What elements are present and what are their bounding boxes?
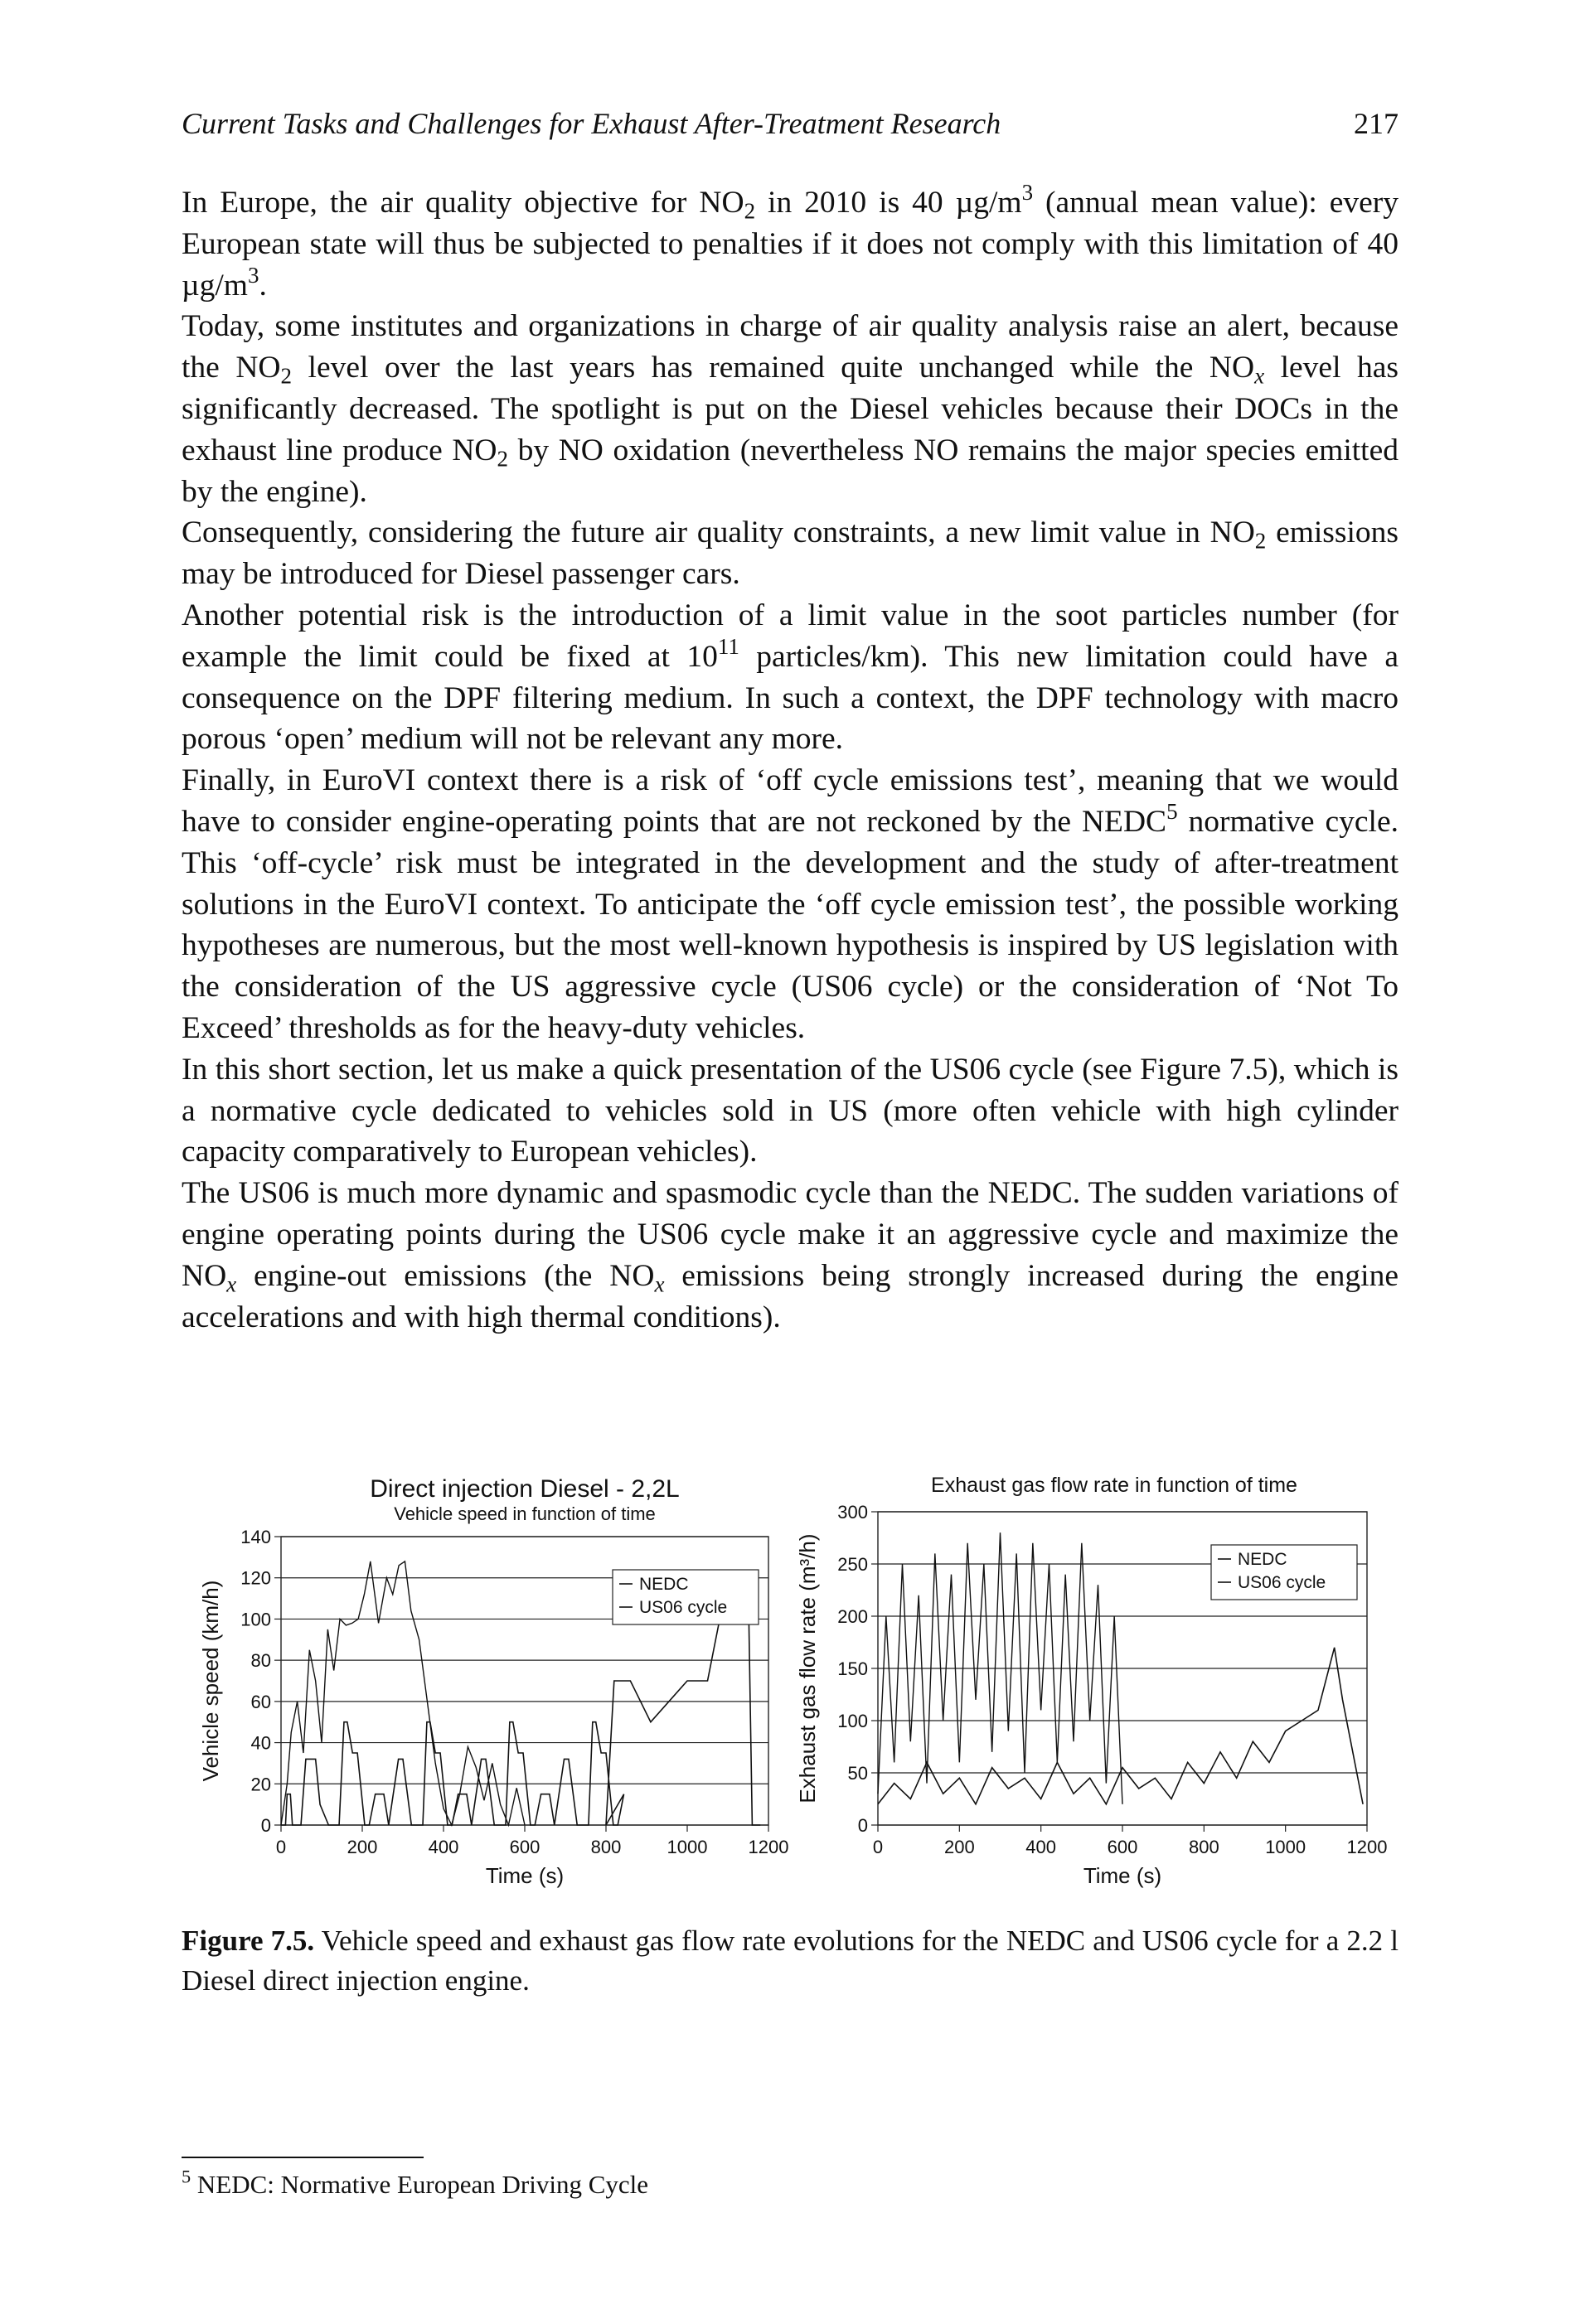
text-run: In Europe, the air quality objective for… xyxy=(182,186,744,220)
x-tick-label: 200 xyxy=(347,1837,378,1857)
legend-label: NEDC xyxy=(639,1575,689,1594)
paragraph-4: Another potential risk is the introducti… xyxy=(182,595,1399,760)
series-line-nedc xyxy=(877,1647,1364,1806)
series-line-us06-cycle xyxy=(877,1532,1123,1804)
legend-box xyxy=(612,1569,759,1625)
superscript: 5 xyxy=(1166,799,1178,825)
caption-text: Vehicle speed and exhaust gas flow rate … xyxy=(182,1925,1399,1997)
x-tick-label: 0 xyxy=(276,1837,286,1857)
y-tick-label: 300 xyxy=(837,1502,868,1523)
text-run: The US06 is much more dynamic and spasmo… xyxy=(182,1176,1399,1293)
body-text: In Europe, the air quality objective for… xyxy=(182,182,1399,1338)
text-run: level has significantly decreased. The s… xyxy=(182,351,1399,467)
x-tick-label: 600 xyxy=(1108,1837,1138,1857)
x-tick-label: 1200 xyxy=(749,1837,789,1857)
text-run: in 2010 is 40 µg/m xyxy=(755,186,1022,220)
footnote: 5 NEDC: Normative European Driving Cycle xyxy=(182,2166,1399,2200)
subscript: 2 xyxy=(497,446,509,472)
text-run: by NO oxidation (nevertheless NO remains… xyxy=(182,433,1399,509)
page-number: 217 xyxy=(1354,107,1399,140)
subscript: 2 xyxy=(1254,528,1267,554)
subscript: x xyxy=(226,1271,237,1297)
footnote-marker: 5 xyxy=(182,2166,191,2187)
text-run: particles/km). This new limitation could… xyxy=(182,639,1399,757)
x-tick-label: 800 xyxy=(1189,1837,1219,1857)
paragraph-7: The US06 is much more dynamic and spasmo… xyxy=(182,1173,1399,1338)
running-head: Current Tasks and Challenges for Exhaust… xyxy=(182,106,1399,141)
paragraph-2: Today, some institutes and organizations… xyxy=(182,306,1399,512)
paragraph-5: Finally, in EuroVI context there is a ri… xyxy=(182,760,1399,1049)
paragraph-3: Consequently, considering the future air… xyxy=(182,512,1399,595)
x-tick-label: 400 xyxy=(1025,1837,1056,1857)
text-run: emissions may be introduced for Diesel p… xyxy=(182,516,1399,592)
y-tick-label: 100 xyxy=(837,1711,868,1731)
footnote-rule xyxy=(182,2157,424,2158)
series-line-nedc xyxy=(281,1576,761,1826)
y-tick-label: 0 xyxy=(858,1815,868,1836)
subscript: 2 xyxy=(280,363,293,389)
text-run: Today, some institutes and organizations… xyxy=(182,309,1399,385)
figure-caption: Figure 7.5. Vehicle speed and exhaust ga… xyxy=(182,1921,1399,2001)
legend-label: US06 cycle xyxy=(1238,1573,1326,1592)
x-tick-label: 1000 xyxy=(667,1837,708,1857)
y-tick-label: 250 xyxy=(837,1554,868,1575)
paragraph-1: In Europe, the air quality objective for… xyxy=(182,182,1399,306)
x-tick-label: 800 xyxy=(591,1837,622,1857)
x-tick-label: 1000 xyxy=(1265,1837,1306,1857)
x-tick-label: 400 xyxy=(429,1837,459,1857)
text-run: (annual mean value): every European stat… xyxy=(182,186,1399,303)
y-axis-label: Vehicle speed (km/h) xyxy=(198,1581,223,1782)
text-run: Another potential risk is the introducti… xyxy=(182,598,1399,674)
text-run: Finally, in EuroVI context there is a ri… xyxy=(182,763,1399,839)
chart-title: Direct injection Diesel - 2,2L xyxy=(370,1475,680,1503)
caption-label: Figure 7.5. xyxy=(182,1925,315,1957)
y-tick-label: 120 xyxy=(240,1568,271,1589)
chart-subtitle: Vehicle speed in function of time xyxy=(394,1503,656,1524)
chart-title: Exhaust gas flow rate in function of tim… xyxy=(931,1474,1297,1497)
superscript: 3 xyxy=(247,262,259,288)
plot-frame xyxy=(877,1511,1368,1826)
x-tick-label: 600 xyxy=(510,1837,541,1857)
y-axis-label: Exhaust gas flow rate (m³/h) xyxy=(795,1533,820,1803)
text-run: emissions being strongly increased durin… xyxy=(182,1258,1399,1334)
y-tick-label: 0 xyxy=(261,1815,271,1836)
series-line-us06-cycle xyxy=(280,1560,526,1828)
x-axis-label: Time (s) xyxy=(1083,1863,1161,1888)
running-head-title: Current Tasks and Challenges for Exhaust… xyxy=(182,107,1001,140)
x-axis-label: Time (s) xyxy=(486,1863,564,1888)
y-tick-label: 150 xyxy=(837,1658,868,1679)
text-run: normative cycle. This ‘off-cycle’ risk m… xyxy=(182,804,1399,1045)
subscript: 2 xyxy=(744,198,756,224)
x-tick-label: 0 xyxy=(873,1837,883,1857)
text-run: level over the last years has remained q… xyxy=(292,351,1255,385)
y-tick-label: 100 xyxy=(240,1609,271,1629)
y-tick-label: 80 xyxy=(251,1650,271,1671)
superscript: 11 xyxy=(717,633,739,659)
legend-label: NEDC xyxy=(1238,1550,1287,1569)
y-tick-label: 200 xyxy=(837,1606,868,1627)
subscript: x xyxy=(654,1271,665,1297)
y-tick-label: 50 xyxy=(848,1763,868,1784)
superscript: 3 xyxy=(1021,180,1034,206)
y-tick-label: 40 xyxy=(251,1733,271,1754)
legend-box xyxy=(1210,1544,1358,1600)
paragraph-6: In this short section, let us make a qui… xyxy=(182,1049,1399,1173)
y-tick-label: 140 xyxy=(240,1527,271,1547)
text-run: engine-out emissions (the NO xyxy=(236,1258,655,1293)
x-tick-label: 1200 xyxy=(1347,1837,1388,1857)
y-tick-label: 20 xyxy=(251,1774,271,1794)
text-run: In this short section, let us make a qui… xyxy=(182,1052,1399,1169)
text-run: . xyxy=(259,268,267,303)
subscript: x xyxy=(1254,363,1265,389)
text-run: Consequently, considering the future air… xyxy=(182,516,1255,550)
legend-label: US06 cycle xyxy=(639,1598,727,1617)
y-tick-label: 60 xyxy=(251,1692,271,1712)
footnote-text: NEDC: Normative European Driving Cycle xyxy=(191,2170,648,2199)
x-tick-label: 200 xyxy=(944,1837,975,1857)
